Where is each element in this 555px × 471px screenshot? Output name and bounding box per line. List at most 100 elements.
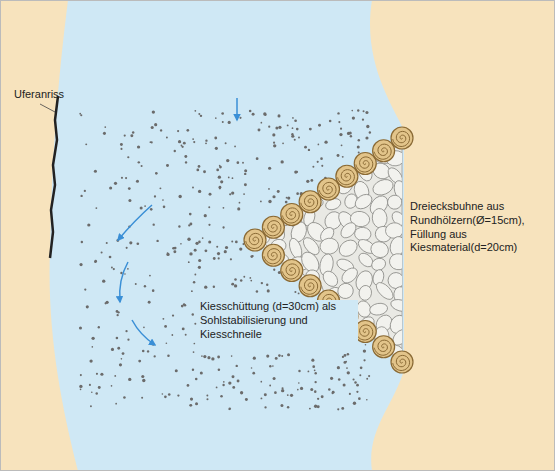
gravel-dot — [264, 393, 267, 396]
gravel-dot — [344, 354, 347, 357]
log-end — [354, 153, 376, 175]
gravel-dot — [203, 355, 206, 358]
gravel-dot — [192, 313, 194, 315]
gravel-dot — [282, 142, 284, 144]
gravel-dot — [116, 337, 119, 340]
log-end — [281, 260, 303, 282]
round-log — [262, 244, 284, 266]
gravel-dot — [124, 273, 126, 275]
gravel-dot — [120, 148, 122, 150]
gravel-dot — [148, 301, 151, 304]
gravel-dot — [96, 373, 98, 375]
gravel-dot — [113, 268, 115, 270]
gravel-dot — [94, 260, 97, 263]
gravel-dot — [137, 145, 140, 148]
gravel-dot — [337, 112, 339, 114]
gravel-dot — [84, 190, 86, 192]
gravel-dot — [337, 154, 340, 157]
gravel-dot — [153, 224, 155, 226]
round-log — [299, 275, 321, 297]
gravel-dot — [277, 114, 280, 117]
round-log — [373, 336, 395, 358]
gravel-dot — [369, 131, 371, 133]
gravel-dot — [358, 139, 360, 141]
gravel-dot — [275, 357, 278, 360]
gravel-dot — [352, 378, 354, 380]
gravel-dot — [268, 200, 271, 203]
gravel-dot — [314, 372, 316, 374]
gravel-dot — [198, 190, 201, 193]
gravel-dot — [80, 195, 82, 197]
gravel-dot — [89, 384, 91, 386]
round-log — [336, 165, 358, 187]
gravel-dot — [263, 112, 266, 115]
gravel-dot — [285, 201, 288, 204]
gravel-dot — [252, 372, 255, 375]
gravel-dot — [237, 207, 240, 210]
gravel-dot — [132, 131, 135, 134]
gravel-dot — [321, 165, 323, 167]
gravel-dot — [213, 257, 216, 260]
gravel-dot — [166, 342, 168, 344]
gravel-dot — [297, 389, 299, 391]
gravel-dot — [150, 141, 152, 143]
round-log — [299, 191, 321, 213]
gravel-stone — [304, 137, 322, 152]
round-log — [391, 127, 413, 149]
round-log — [281, 204, 303, 226]
gravel-dot — [314, 369, 316, 371]
log-rings — [356, 325, 373, 340]
gravel-dot — [351, 110, 353, 112]
gravel-dot — [194, 274, 196, 276]
gravel-dot — [129, 241, 132, 244]
gravel-dot — [242, 162, 244, 164]
gravel-dot — [205, 249, 208, 252]
gravel-dot — [171, 334, 173, 336]
log-end — [336, 165, 358, 187]
gravel-dot — [182, 327, 185, 330]
gravel-stone — [358, 285, 372, 301]
log-end — [391, 127, 413, 149]
gravel-dot — [243, 276, 245, 278]
gravel-dot — [287, 124, 289, 126]
round-log — [373, 140, 395, 162]
gravel-stone — [268, 342, 289, 363]
gravel-dot — [244, 183, 247, 186]
gravel-dot — [207, 356, 210, 359]
gravel-dot — [181, 305, 184, 308]
gravel-dot — [126, 247, 128, 249]
gravel-dot — [167, 354, 170, 357]
gravel-stone — [274, 180, 292, 197]
log-rings — [338, 170, 355, 185]
gravel-dot — [218, 175, 221, 178]
gravel-dot — [217, 252, 220, 255]
gravel-dot — [306, 180, 309, 183]
gravel-dot — [231, 241, 233, 243]
gravel-dot — [206, 398, 208, 400]
gravel-dot — [193, 343, 195, 345]
gravel-dot — [281, 355, 283, 357]
gravel-dot — [320, 157, 323, 160]
gravel-dot — [337, 408, 339, 410]
gravel-dot — [229, 193, 231, 195]
gravel-dot — [166, 253, 169, 256]
gravel-dot — [208, 240, 211, 243]
gravel-dot — [298, 382, 300, 384]
log-rings — [319, 182, 336, 197]
gravel-dot — [359, 374, 361, 376]
gravel-dot — [111, 267, 113, 269]
gravel-dot — [188, 261, 190, 263]
gravel-dot — [120, 143, 123, 146]
gravel-stone — [264, 146, 289, 170]
gravel-dot — [138, 360, 141, 363]
gravel-dot — [219, 186, 222, 189]
gravel-dot — [287, 394, 289, 396]
gravel-dot — [290, 394, 293, 397]
gravel-dot — [223, 381, 225, 383]
log-end — [391, 351, 413, 373]
gravel-dot — [192, 187, 194, 189]
gravel-dot — [198, 241, 201, 244]
gravel-dot — [310, 388, 313, 391]
gravel-dot — [366, 399, 368, 401]
